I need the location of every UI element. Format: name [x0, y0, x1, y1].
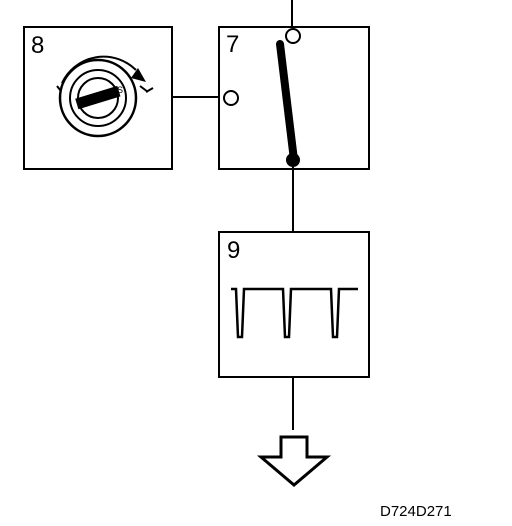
down-arrow-icon — [256, 435, 332, 487]
ignition-box-number: 8 — [31, 32, 44, 59]
figure-code: D724D271 — [380, 503, 452, 520]
toggle-switch-icon — [223, 28, 301, 167]
ignition-key-switch-icon: S — [56, 55, 154, 138]
switch-box: 7 — [218, 26, 370, 170]
square-wave-icon — [231, 287, 358, 339]
signal-box-frame — [218, 231, 370, 378]
ignition-start-mark: S — [117, 85, 123, 95]
ignition-switch-box: 8 S — [23, 26, 173, 170]
signal-box: 9 — [218, 231, 370, 378]
signal-box-number: 9 — [227, 237, 240, 264]
switch-box-number: 7 — [226, 31, 239, 58]
